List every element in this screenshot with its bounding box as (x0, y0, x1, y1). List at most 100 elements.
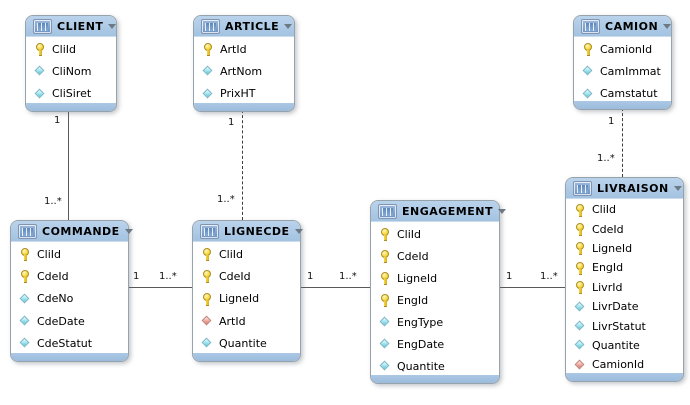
cardinality-label: 1..* (159, 271, 177, 282)
chevron-down-icon[interactable] (294, 228, 303, 234)
table-icon (18, 223, 37, 239)
field-row[interactable]: Quantite (193, 332, 300, 354)
field-row[interactable]: CliId (371, 223, 499, 245)
field-name: CamImmat (600, 64, 661, 78)
field-name: ArtId (219, 314, 246, 328)
field-row[interactable]: CliId (566, 200, 683, 219)
field-row[interactable]: Camstatut (574, 83, 671, 105)
table-header[interactable]: ARTICLE (194, 16, 294, 37)
attribute-icon (202, 65, 214, 77)
field-row[interactable]: PrixHT (194, 83, 294, 105)
attribute-icon (574, 320, 586, 332)
field-row[interactable]: LivrId (566, 278, 683, 297)
table-header[interactable]: LIGNECDE (193, 221, 303, 242)
field-row[interactable]: CliId (193, 243, 300, 265)
field-row[interactable]: CamionId (566, 355, 683, 374)
field-name: CdeId (592, 222, 624, 236)
field-row[interactable]: CliId (11, 243, 128, 265)
field-row[interactable]: LigneId (371, 267, 499, 289)
table-header[interactable]: LIVRAISON (566, 178, 683, 199)
field-row[interactable]: CliSiret (26, 83, 116, 105)
field-name: CdeId (219, 269, 251, 283)
primary-key-icon (19, 270, 31, 284)
primary-key-icon (34, 43, 46, 57)
field-name: LigneId (219, 292, 260, 306)
field-name: Quantite (397, 359, 445, 373)
field-row[interactable]: Quantite (371, 355, 499, 377)
field-row[interactable]: CdeId (371, 245, 499, 267)
field-name: PrixHT (220, 87, 256, 101)
field-name: Quantite (592, 338, 640, 352)
field-row[interactable]: CdeStatut (11, 332, 128, 354)
relation-line-lignecde-engagement[interactable] (299, 287, 370, 288)
attribute-icon (19, 293, 31, 305)
table-icon (201, 18, 220, 34)
field-name: LigneId (592, 241, 633, 255)
field-row[interactable]: CdeNo (11, 288, 128, 310)
relation-line-article-lignecde[interactable] (242, 110, 243, 220)
chevron-down-icon[interactable] (497, 208, 506, 214)
field-name: LivrStatut (592, 319, 646, 333)
table-client[interactable]: CLIENT CliId CliNom CliSiret (25, 15, 117, 112)
field-name: CamionId (592, 358, 645, 372)
field-row[interactable]: CamImmat (574, 60, 671, 82)
table-header[interactable]: CAMION (574, 16, 672, 37)
table-header[interactable]: ENGAGEMENT (371, 201, 506, 222)
cardinality-label: 1 (133, 271, 140, 282)
primary-key-icon (379, 228, 391, 241)
primary-key-icon (574, 203, 586, 217)
field-name: Camstatut (600, 87, 658, 101)
field-row[interactable]: ArtNom (194, 60, 294, 82)
table-icon (581, 18, 600, 34)
field-row[interactable]: CamionId (574, 38, 671, 60)
table-livraison[interactable]: LIVRAISON CliId CdeId LigneId EngId (565, 177, 684, 382)
table-title: CLIENT (57, 19, 104, 33)
field-row[interactable]: LigneId (193, 288, 300, 310)
relation-line-commande-lignecde[interactable] (127, 287, 192, 288)
cardinality-label: 1..* (339, 271, 357, 282)
field-row[interactable]: CdeDate (11, 310, 128, 332)
primary-key-icon (379, 250, 391, 263)
field-row[interactable]: ArtId (194, 38, 294, 60)
attribute-icon (19, 337, 31, 349)
field-name: LigneId (397, 271, 438, 285)
chevron-down-icon[interactable] (284, 23, 293, 29)
table-lignecde[interactable]: LIGNECDE CliId CdeId LigneId ArtId (192, 220, 303, 362)
field-row[interactable]: EngId (371, 289, 499, 311)
table-camion[interactable]: CAMION CamionId CamImmat Camstatut (573, 15, 672, 110)
chevron-down-icon[interactable] (108, 23, 117, 29)
table-header[interactable]: COMMANDE (11, 221, 133, 242)
field-row[interactable]: Quantite (566, 336, 683, 355)
chevron-down-icon[interactable] (673, 185, 682, 191)
table-commande[interactable]: COMMANDE CliId CdeId CdeNo CdeDate (10, 220, 133, 362)
table-header[interactable]: CLIENT (26, 16, 117, 37)
table-article[interactable]: ARTICLE ArtId ArtNom PrixHT (193, 15, 295, 112)
field-row[interactable]: CdeId (11, 265, 128, 287)
field-name: EngType (397, 315, 444, 329)
field-row[interactable]: LivrDate (566, 297, 683, 316)
field-row[interactable]: EngType (371, 311, 499, 333)
field-row[interactable]: CliNom (26, 60, 116, 82)
primary-key-icon (201, 248, 213, 262)
field-row[interactable]: EngId (566, 258, 683, 277)
field-row[interactable]: CdeId (566, 219, 683, 238)
relation-line-camion-livraison[interactable] (622, 108, 623, 177)
field-row[interactable]: CliId (26, 38, 116, 60)
field-row[interactable]: EngDate (371, 333, 499, 355)
field-name: EngId (592, 261, 624, 275)
attribute-icon (379, 338, 391, 350)
primary-key-icon (574, 223, 586, 237)
primary-key-icon (202, 43, 214, 57)
cardinality-label: 1..* (44, 196, 62, 207)
chevron-down-icon[interactable] (663, 23, 672, 29)
table-engagement[interactable]: ENGAGEMENT CliId CdeId LigneId EngId (370, 200, 506, 384)
relation-line-client-commande[interactable] (68, 110, 69, 220)
field-row[interactable]: CdeId (193, 265, 300, 287)
attribute-icon (379, 316, 391, 328)
relation-line-engagement-livraison[interactable] (498, 287, 565, 288)
field-row[interactable]: ArtId (193, 310, 300, 332)
field-row[interactable]: LivrStatut (566, 316, 683, 335)
field-row[interactable]: LigneId (566, 239, 683, 258)
chevron-down-icon[interactable] (124, 228, 133, 234)
